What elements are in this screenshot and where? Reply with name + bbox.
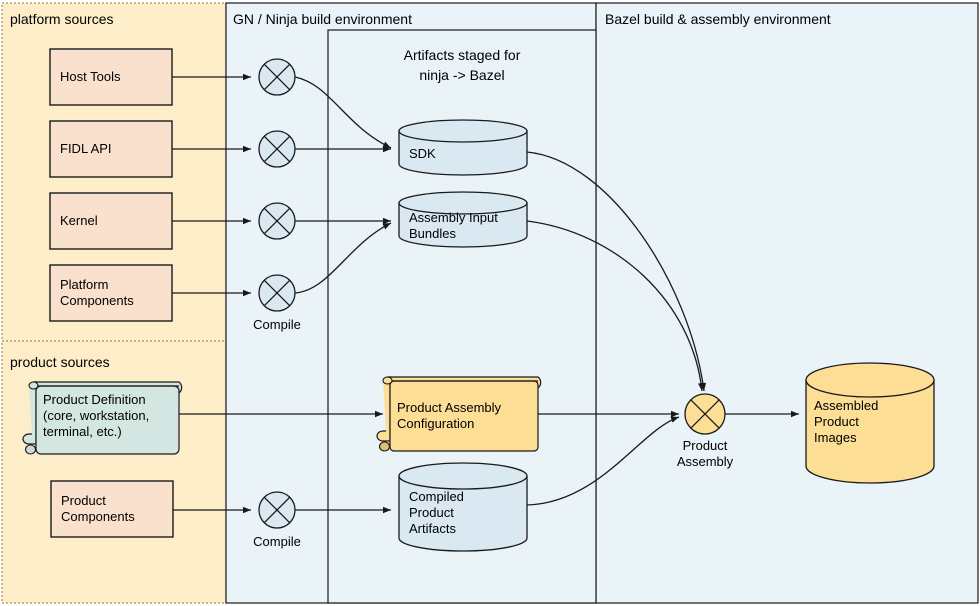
node-compile-host-tools[interactable]: [258, 58, 296, 96]
lane-label-gn-ninja: GN / Ninja build environment: [233, 11, 412, 27]
edge-cpa-to-product-assembly: [526, 416, 680, 506]
edge-sdk-to-product-assembly: [526, 151, 707, 392]
node-label-host-tools: Host Tools: [60, 69, 121, 84]
staged-group-title: Artifacts staged for ninja -> Bazel: [403, 47, 521, 83]
node-platform-components[interactable]: [49, 264, 173, 322]
node-fidl-api[interactable]: [49, 120, 173, 178]
node-label-fidl-api: FIDL API: [60, 141, 112, 156]
node-label-product-components: Product Components: [61, 493, 135, 524]
edges: [172, 73, 799, 514]
lane-label-platform-sources: platform sources: [10, 11, 114, 27]
node-label-product-definition: Product Definition (core, workstation, t…: [43, 392, 150, 439]
node-host-tools[interactable]: [49, 48, 173, 106]
caption-compile-platform: Compile: [253, 317, 301, 332]
node-label-sdk: SDK: [409, 146, 436, 161]
caption-product-assembly: Product Assembly: [676, 438, 734, 469]
node-compile-platform-components[interactable]: [258, 274, 296, 312]
lane-label-bazel: Bazel build & assembly environment: [605, 11, 831, 27]
node-label-assembly-input-bundles: Assembly Input Bundles: [409, 210, 498, 241]
node-compiled-product-artifacts[interactable]: [398, 462, 528, 552]
lane-bazel: [595, 2, 979, 604]
caption-compile-product: Compile: [253, 534, 301, 549]
node-product-assembly[interactable]: [684, 393, 726, 435]
node-compile-kernel[interactable]: [258, 202, 296, 240]
node-label-kernel: Kernel: [60, 213, 98, 228]
edge-aib-to-product-assembly: [526, 220, 705, 392]
node-kernel[interactable]: [49, 192, 173, 250]
node-assembly-input-bundles[interactable]: [398, 191, 528, 248]
node-assembled-product-images[interactable]: [805, 362, 935, 484]
edge-compile-host-tools-to-sdk: [294, 76, 392, 149]
node-label-product-assembly-configuration: Product Assembly Configuration: [397, 400, 502, 431]
node-label-platform-components: Platform Components: [60, 277, 134, 308]
node-product-components[interactable]: [50, 480, 174, 538]
lane-product-sources: [1, 340, 227, 604]
node-compile-product-components[interactable]: [258, 491, 296, 529]
edge-compile-platform-components-to-aib: [294, 222, 392, 294]
node-product-assembly-configuration[interactable]: [376, 376, 542, 452]
node-sdk[interactable]: [398, 119, 528, 176]
node-label-compiled-product-artifacts: Compiled Product Artifacts: [409, 489, 464, 536]
node-product-definition[interactable]: [22, 381, 183, 455]
node-compile-fidl-api[interactable]: [258, 130, 296, 168]
lane-label-product-sources: product sources: [10, 354, 110, 370]
node-label-assembled-product-images: Assembled Product Images: [814, 398, 879, 445]
